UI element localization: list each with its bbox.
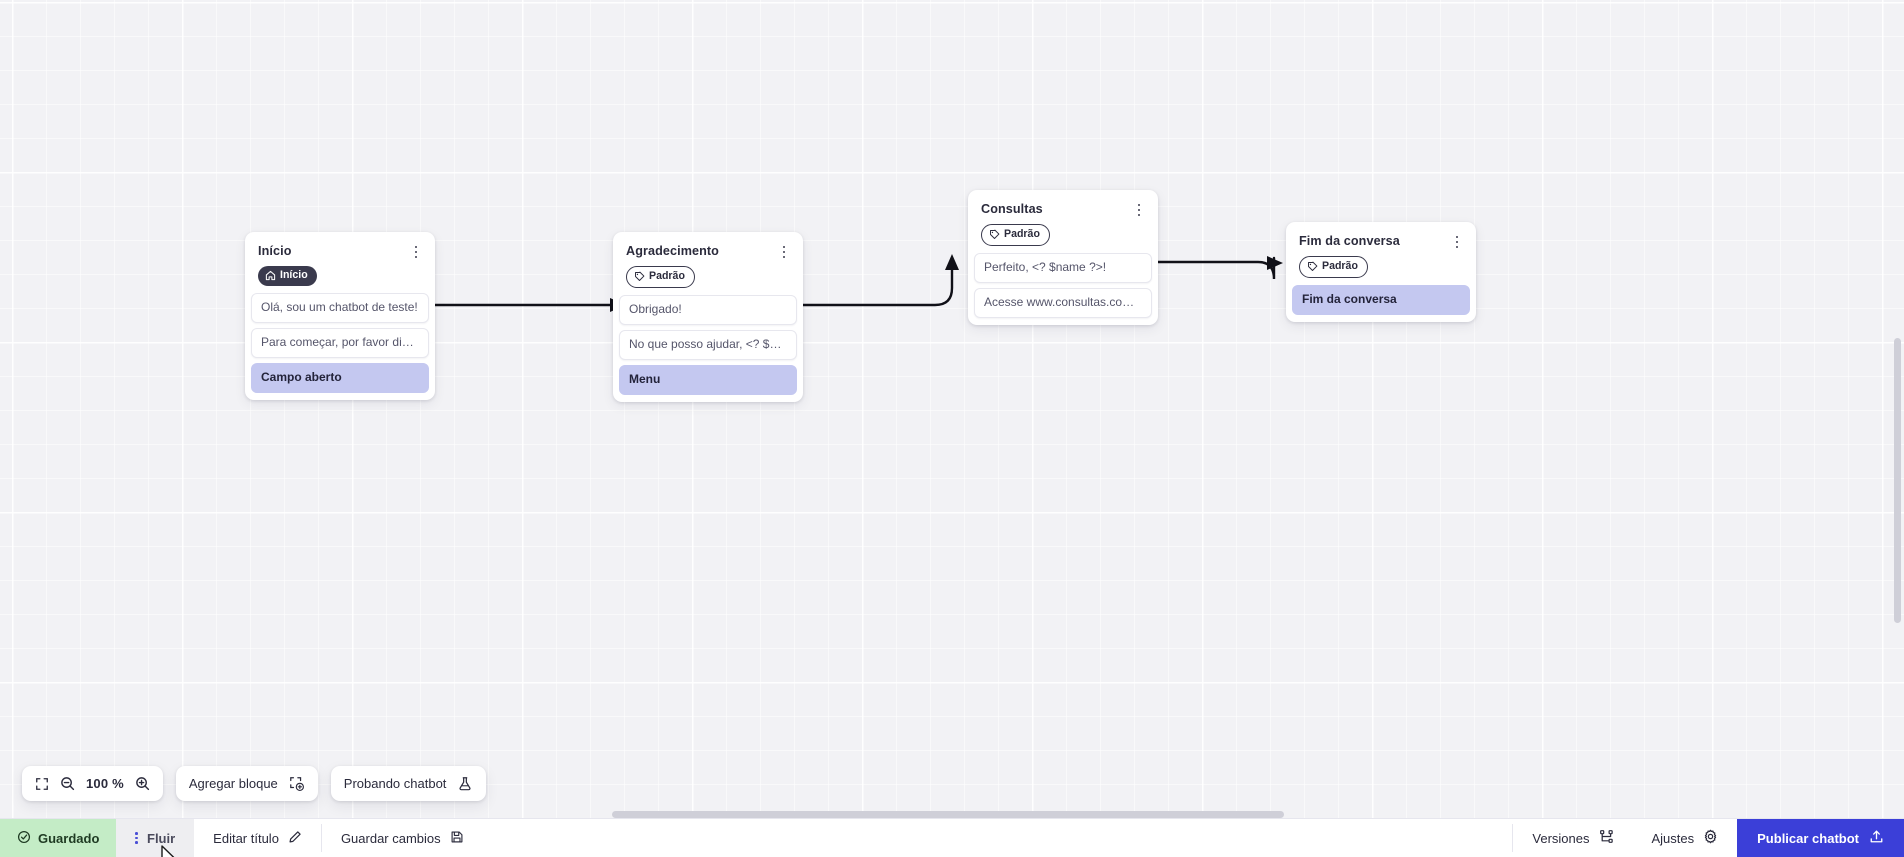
node-badge-row: Padrão bbox=[974, 219, 1152, 253]
home-icon bbox=[265, 270, 276, 281]
save-changes-button[interactable]: Guardar cambios bbox=[322, 819, 483, 857]
node-header: Consultas bbox=[974, 196, 1152, 219]
kebab-menu-icon[interactable] bbox=[777, 243, 791, 261]
flask-icon bbox=[457, 776, 473, 792]
zoom-out-icon[interactable] bbox=[60, 776, 75, 791]
node-badge-label: Início bbox=[280, 269, 308, 282]
flow-canvas[interactable]: Início Início Olá, sou um chatbot de tes… bbox=[0, 0, 1904, 818]
saved-status-badge: Guardado bbox=[0, 819, 117, 857]
flow-node-inicio[interactable]: Início Início Olá, sou um chatbot de tes… bbox=[245, 232, 435, 400]
save-changes-label: Guardar cambios bbox=[340, 830, 441, 846]
node-row[interactable]: Olá, sou um chatbot de teste! bbox=[251, 293, 429, 323]
pencil-icon bbox=[288, 830, 302, 847]
test-chatbot-button[interactable]: Probando chatbot bbox=[330, 766, 487, 801]
tab-fluir-label: Fluir bbox=[147, 830, 176, 846]
node-row[interactable]: Perfeito, <? $name ?>! bbox=[974, 253, 1152, 283]
node-rows: Olá, sou um chatbot de teste! Para começ… bbox=[251, 293, 429, 393]
node-row[interactable]: No que posso ajudar, <? $name ... bbox=[619, 330, 797, 360]
node-badge-label: Padrão bbox=[1322, 260, 1358, 273]
versions-button[interactable]: Versiones bbox=[1513, 819, 1632, 857]
tag-icon bbox=[1308, 261, 1318, 271]
edit-title-label: Editar título bbox=[213, 830, 279, 846]
check-circle-icon bbox=[17, 830, 31, 847]
node-row-accent[interactable]: Campo aberto bbox=[251, 363, 429, 393]
node-rows: Obrigado! No que posso ajudar, <? $name … bbox=[619, 295, 797, 395]
node-badge-row: Início bbox=[251, 261, 429, 293]
horizontal-scrollbar[interactable] bbox=[612, 811, 1284, 818]
node-rows: Perfeito, <? $name ?>! Acesse www.consul… bbox=[974, 253, 1152, 318]
flow-node-consultas[interactable]: Consultas Padrão Perfeito, <? $name ?>! … bbox=[968, 190, 1158, 325]
node-title: Início bbox=[258, 244, 292, 258]
bottom-bar-spacer bbox=[483, 819, 1513, 857]
versions-label: Versiones bbox=[1532, 830, 1590, 846]
node-header: Fim da conversa bbox=[1292, 228, 1470, 251]
branch-icon bbox=[1599, 829, 1614, 847]
node-row[interactable]: Obrigado! bbox=[619, 295, 797, 325]
add-block-button[interactable]: Agregar bloque bbox=[175, 766, 318, 801]
node-badge-row: Padrão bbox=[619, 261, 797, 295]
vertical-scrollbar[interactable] bbox=[1894, 338, 1901, 623]
bottom-status-bar: Guardado Fluir Editar título Guardar cam… bbox=[0, 818, 1904, 857]
publish-label: Publicar chatbot bbox=[1757, 830, 1859, 846]
kebab-menu-icon[interactable] bbox=[1132, 201, 1146, 219]
zoom-controls[interactable]: 100 % bbox=[22, 766, 163, 801]
node-badge-default[interactable]: Padrão bbox=[626, 266, 695, 288]
node-badge-default[interactable]: Padrão bbox=[981, 224, 1050, 246]
upload-icon bbox=[1869, 829, 1884, 847]
node-row[interactable]: Acesse www.consultas.com par... bbox=[974, 288, 1152, 318]
node-badge-row: Padrão bbox=[1292, 251, 1470, 285]
settings-button[interactable]: Ajustes bbox=[1633, 819, 1738, 857]
node-badge-label: Padrão bbox=[1004, 228, 1040, 241]
flow-node-agradecimento[interactable]: Agradecimento Padrão Obrigado! No que po… bbox=[613, 232, 803, 402]
edit-title-button[interactable]: Editar título bbox=[194, 819, 321, 857]
zoom-level-label: 100 % bbox=[86, 776, 124, 791]
add-block-label: Agregar bloque bbox=[188, 776, 278, 791]
test-chatbot-label: Probando chatbot bbox=[343, 776, 447, 791]
settings-label: Ajustes bbox=[1651, 830, 1695, 846]
node-row-accent[interactable]: Menu bbox=[619, 365, 797, 395]
save-disk-icon bbox=[450, 830, 464, 847]
canvas-toolbar: 100 % Agregar bloque Probando chatbot bbox=[22, 766, 487, 801]
divider bbox=[1512, 824, 1514, 852]
node-title: Agradecimento bbox=[626, 244, 719, 258]
edge-agradecimento-to-consultas bbox=[801, 266, 954, 307]
drag-handle-icon[interactable] bbox=[135, 832, 138, 844]
node-title: Consultas bbox=[981, 202, 1043, 216]
node-rows: Fim da conversa bbox=[1292, 285, 1470, 315]
node-badge-default[interactable]: Padrão bbox=[1299, 256, 1368, 278]
gear-icon bbox=[1703, 829, 1718, 847]
fit-screen-icon[interactable] bbox=[35, 777, 49, 791]
tag-icon bbox=[635, 271, 645, 281]
node-badge-start[interactable]: Início bbox=[258, 266, 317, 286]
node-header: Agradecimento bbox=[619, 238, 797, 261]
publish-chatbot-button[interactable]: Publicar chatbot bbox=[1737, 819, 1904, 857]
edge-consultas-to-fim bbox=[1156, 256, 1276, 280]
arrowhead-3 bbox=[1267, 256, 1283, 270]
flow-node-fim-da-conversa[interactable]: Fim da conversa Padrão Fim da conversa bbox=[1286, 222, 1476, 322]
node-title: Fim da conversa bbox=[1299, 234, 1400, 248]
divider bbox=[320, 824, 322, 852]
node-badge-label: Padrão bbox=[649, 270, 685, 283]
zoom-in-icon[interactable] bbox=[135, 776, 150, 791]
arrowhead-2 bbox=[945, 254, 959, 270]
tab-fluir[interactable]: Fluir bbox=[116, 819, 195, 857]
node-header: Início bbox=[251, 238, 429, 261]
saved-label: Guardado bbox=[38, 830, 100, 846]
node-row[interactable]: Para começar, por favor digite o ... bbox=[251, 328, 429, 358]
node-row-accent[interactable]: Fim da conversa bbox=[1292, 285, 1470, 315]
tag-icon bbox=[990, 229, 1000, 239]
kebab-menu-icon[interactable] bbox=[409, 243, 423, 261]
add-block-icon bbox=[289, 776, 305, 792]
kebab-menu-icon[interactable] bbox=[1450, 233, 1464, 251]
flow-edges bbox=[433, 254, 1283, 312]
